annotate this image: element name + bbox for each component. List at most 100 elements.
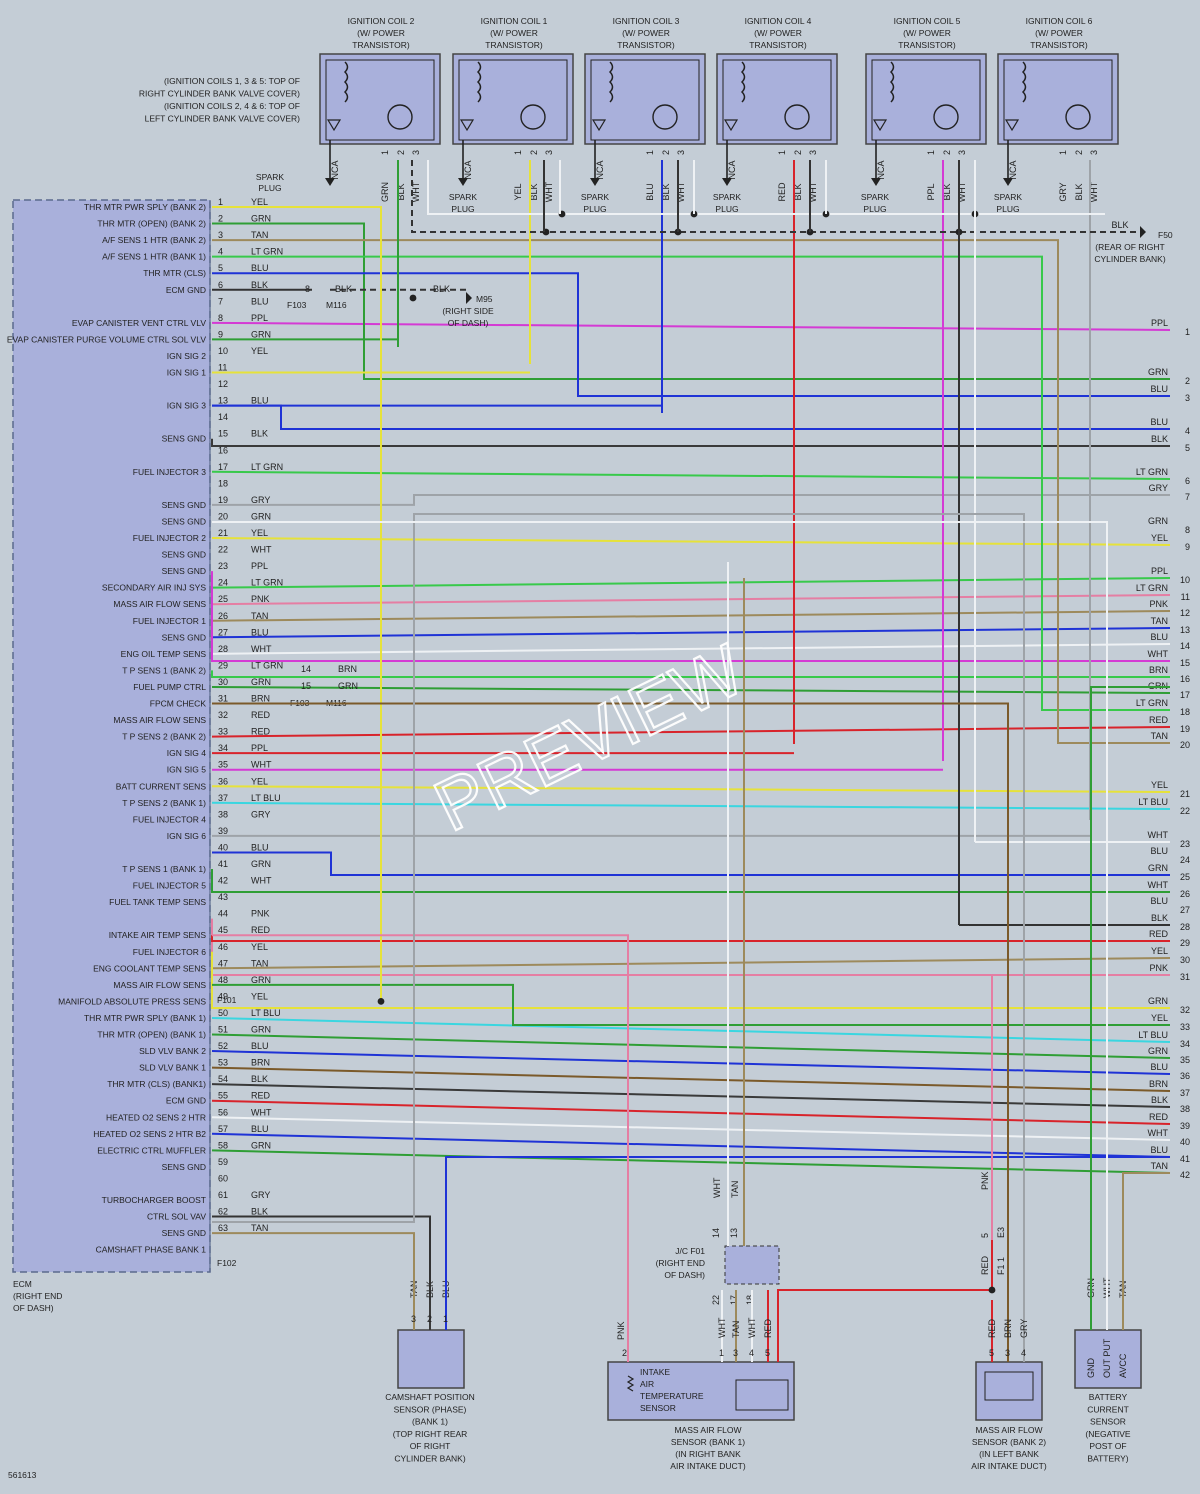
- spark-plug-arrow-icon: [722, 178, 732, 186]
- ecm-pin-label: SLD VLV BANK 2: [139, 1046, 206, 1056]
- ecm-pin-label: ENG OIL TEMP SENS: [121, 649, 207, 659]
- coil-box: [452, 53, 574, 145]
- coil-title: IGNITION COIL 6: [1026, 16, 1093, 26]
- wire-run: [211, 1050, 1171, 1075]
- coil-wire-color: BLK: [942, 183, 952, 200]
- ecm-pin-label: THR MTR (OPEN) (BANK 1): [97, 1030, 206, 1040]
- right-pin-number: 24: [1180, 855, 1190, 865]
- camshaft-sensor-label: OF RIGHT: [410, 1441, 451, 1451]
- ecm-pin-label: IGN SIG 4: [167, 748, 206, 758]
- coil-title: TRANSISTOR): [617, 40, 675, 50]
- sensor-wire-color: RED: [987, 1318, 997, 1338]
- coil-wire-color: WHT: [676, 181, 686, 202]
- right-pin-number: 26: [1180, 889, 1190, 899]
- sensor-wire-color: RED: [763, 1318, 773, 1338]
- maf-bank2-label: SENSOR (BANK 2): [972, 1437, 1046, 1447]
- sensor-pin: 4: [749, 1348, 754, 1358]
- ecm-wire-color: GRY: [251, 1190, 270, 1200]
- ecm-pin-number: 55: [218, 1091, 228, 1101]
- right-pin-number: 15: [1180, 658, 1190, 668]
- right-wire-color: BLU: [1150, 896, 1168, 906]
- ecm-wire-color: TAN: [251, 1223, 268, 1233]
- right-pin-number: 28: [1180, 922, 1190, 932]
- coil-wire-color: BLK: [396, 183, 406, 200]
- wire-run: [211, 1149, 1171, 1174]
- ecm-pin-number: 25: [218, 594, 228, 604]
- ecm-pin-label: THR MTR (CLS) (BANK1): [107, 1079, 206, 1089]
- right-wire-color: BLK: [1151, 1095, 1168, 1105]
- coil-wire-color: BLK: [661, 183, 671, 200]
- sensor-pin: 1: [443, 1314, 448, 1324]
- ecm-pin-label: A/F SENS 1 HTR (BANK 1): [102, 252, 206, 262]
- ecm-pin-number: 59: [218, 1157, 228, 1167]
- wire-run: [211, 571, 1170, 662]
- right-wire-color: GRN: [1148, 996, 1168, 1006]
- wire-run: [211, 685, 1171, 694]
- camshaft-sensor-label: CAMSHAFT POSITION: [385, 1392, 475, 1402]
- coil-pin-number: 2: [396, 150, 406, 155]
- ecm-wire-color: BLK: [251, 1207, 268, 1217]
- right-wire-color: BLU: [1150, 846, 1168, 856]
- ecm-wire-color: TAN: [251, 958, 268, 968]
- ecm-wire-color: YEL: [251, 528, 268, 538]
- coil-pin-number: 2: [529, 150, 539, 155]
- right-wire-color: YEL: [1151, 946, 1168, 956]
- ecm-pin-label: SENS GND: [162, 632, 206, 642]
- ecm-pin-label: IGN SIG 6: [167, 831, 206, 841]
- ecm-pin-label: THR MTR (CLS): [143, 268, 206, 278]
- ecm-wire-color: BLU: [251, 627, 269, 637]
- ecm-pin-label: ELECTRIC CTRL MUFFLER: [97, 1145, 206, 1155]
- ecm-pin-number: 13: [218, 396, 228, 406]
- ecm-wire-color: BLU: [251, 263, 269, 273]
- right-pin-number: 3: [1185, 393, 1190, 403]
- ecm-wire-color: YEL: [251, 991, 268, 1001]
- camshaft-sensor-box: [397, 1329, 465, 1389]
- ecm-label: ECM: [13, 1279, 32, 1289]
- intake-air-temp-label: AIR: [640, 1379, 654, 1389]
- inline-pin: 8: [305, 284, 310, 294]
- ecm-pin-label: IGN SIG 5: [167, 765, 206, 775]
- coil-location-note: (IGNITION COILS 1, 3 & 5: TOP OF: [164, 76, 300, 86]
- ground-f50-name: F50: [1158, 230, 1173, 240]
- intake-air-temp-label: TEMPERATURE: [640, 1391, 704, 1401]
- right-wire-color: BRN: [1149, 1079, 1168, 1089]
- coil-wire-color: BLU: [645, 183, 655, 201]
- ecm-pin-label: CAMSHAFT PHASE BANK 1: [96, 1245, 207, 1255]
- jc-pin: 14: [711, 1228, 721, 1238]
- coil-title: TRANSISTOR): [898, 40, 956, 50]
- wire-run: [777, 1040, 993, 1362]
- ecm-wire-color: WHT: [251, 545, 272, 555]
- spark-plug-label: SPARK: [861, 192, 890, 202]
- ecm-pin-number: 30: [218, 677, 228, 687]
- nca-label: NCA: [876, 160, 886, 179]
- right-pin-number: 29: [1180, 938, 1190, 948]
- ecm-pin-number: 11: [218, 363, 227, 373]
- diode-icon: [591, 119, 607, 132]
- ecm-label: (RIGHT END: [13, 1291, 62, 1301]
- coil-winding-icon: [740, 61, 746, 103]
- ecm-pin-number: 35: [218, 760, 228, 770]
- connector-id: F102: [217, 1258, 237, 1268]
- coil-title: IGNITION COIL 2: [348, 16, 415, 26]
- jc-pin: F1: [996, 1264, 1006, 1275]
- ecm-pin-label: T P SENS 2 (BANK 2): [122, 732, 206, 742]
- coil-title: (W/ POWER: [754, 28, 802, 38]
- coil-pin-number: 2: [942, 150, 952, 155]
- wire-run: [211, 610, 1171, 622]
- battery-sensor-label: CURRENT: [1087, 1404, 1129, 1414]
- coil-title: (W/ POWER: [622, 28, 670, 38]
- ecm-pin-number: 8: [218, 313, 223, 323]
- coil-box: [997, 53, 1119, 145]
- coil-pin-number: 1: [645, 150, 655, 155]
- wire-run: [212, 404, 1170, 430]
- right-wire-color: WHT: [1148, 1128, 1169, 1138]
- ecm-wire-color: LT GRN: [251, 462, 283, 472]
- ecm-pin-number: 32: [218, 710, 228, 720]
- sensor-wire-color: BRN: [1003, 1319, 1013, 1338]
- right-pin-number: 22: [1180, 806, 1190, 816]
- ecm-pin-label: FUEL INJECTOR 2: [133, 533, 206, 543]
- diagram-id: 561613: [8, 1470, 37, 1480]
- ecm-pin-number: 44: [218, 909, 228, 919]
- right-wire-color: BRN: [1149, 665, 1168, 675]
